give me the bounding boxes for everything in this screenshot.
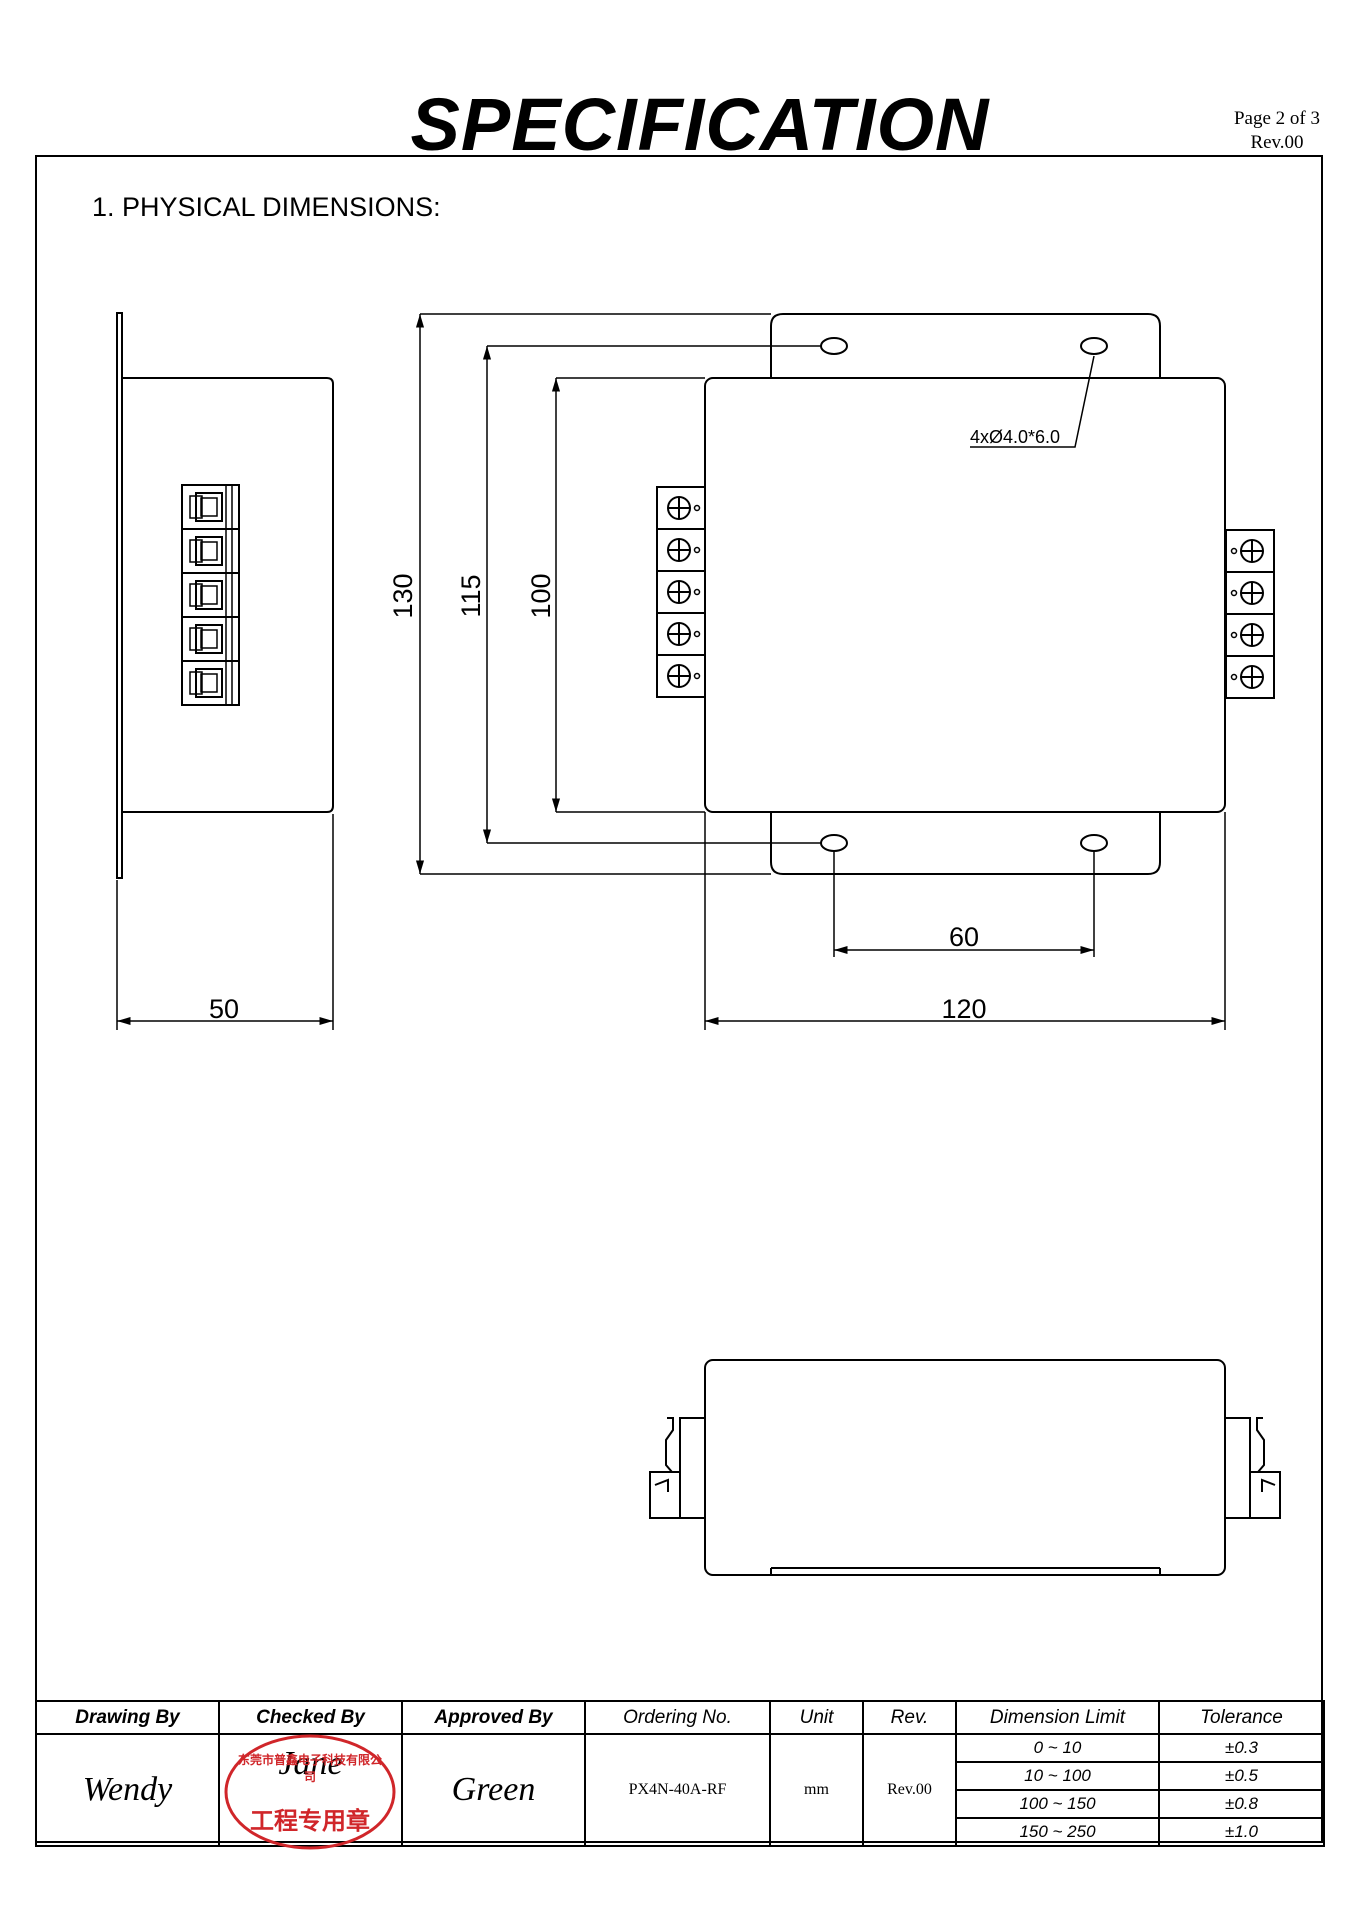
- mounting-hole: [820, 834, 848, 852]
- dim-hole-spacing: 60: [949, 922, 979, 952]
- checked-by-cell: Jane 东莞市普鑫电子科技有限公司 工程专用章: [218, 1733, 403, 1850]
- header-unit: Unit: [769, 1700, 864, 1735]
- header-ordering-no: Ordering No.: [584, 1700, 771, 1735]
- header-approved-by: Approved By: [401, 1700, 586, 1735]
- left-terminal-block: [656, 486, 706, 698]
- tolerance-value: ±0.3: [1158, 1733, 1325, 1763]
- drawing-by-signature: Wendy: [35, 1733, 220, 1847]
- header-rev: Rev.: [862, 1700, 957, 1735]
- mounting-hole: [1080, 337, 1108, 355]
- title-block: Drawing By Checked By Approved By Orderi…: [35, 1700, 1325, 1850]
- dimension-limit: 150 ~ 250: [955, 1817, 1160, 1847]
- dim-body-width: 120: [941, 994, 986, 1024]
- unit-value: mm: [769, 1733, 864, 1847]
- header-drawing-by: Drawing By: [35, 1700, 220, 1735]
- page-info: Page 2 of 3 Rev.00: [1217, 107, 1337, 155]
- header-tolerance: Tolerance: [1158, 1700, 1325, 1735]
- mounting-hole: [1080, 834, 1108, 852]
- din-clip-left: [649, 1417, 705, 1519]
- approved-by-signature: Green: [401, 1733, 586, 1847]
- dim-height-body: 100: [526, 573, 556, 618]
- right-terminal-block: [1225, 529, 1275, 699]
- filter-body: [704, 377, 1226, 813]
- stamp-label: 工程专用章: [250, 1806, 370, 1835]
- din-clip-right: [1225, 1417, 1281, 1519]
- dim-height-holes: 115: [456, 574, 486, 617]
- dimension-limit: 100 ~ 150: [955, 1789, 1160, 1819]
- dimension-limit: 10 ~ 100: [955, 1761, 1160, 1791]
- bottom-view: [649, 1359, 1281, 1576]
- tolerance-value: ±0.5: [1158, 1761, 1325, 1791]
- hole-note: 4xØ4.0*6.0: [970, 427, 1060, 447]
- tolerance-value: ±1.0: [1158, 1817, 1325, 1847]
- dim-side-width: 50: [209, 994, 239, 1024]
- revision-label: Rev.00: [1250, 132, 1304, 153]
- tolerance-value: ±0.8: [1158, 1789, 1325, 1819]
- header-checked-by: Checked By: [218, 1700, 403, 1735]
- header-dimension-limit: Dimension Limit: [955, 1700, 1160, 1735]
- section-title: 1. PHYSICAL DIMENSIONS:: [92, 192, 441, 222]
- dimension-limit: 0 ~ 10: [955, 1733, 1160, 1763]
- front-view: 4xØ4.0*6.0 130 115 100 60 120: [388, 313, 1275, 1030]
- side-view: 50: [116, 312, 334, 1030]
- mounting-hole: [820, 337, 848, 355]
- rev-value: Rev.00: [862, 1733, 957, 1847]
- ordering-number: PX4N-40A-RF: [584, 1733, 771, 1847]
- page-number: Page 2 of 3: [1233, 108, 1320, 129]
- side-terminal-block: [181, 484, 240, 706]
- document-title: SPECIFICATION: [410, 83, 990, 166]
- dim-height-overall: 130: [388, 573, 418, 618]
- checked-by-signature: Jane: [278, 1745, 343, 1782]
